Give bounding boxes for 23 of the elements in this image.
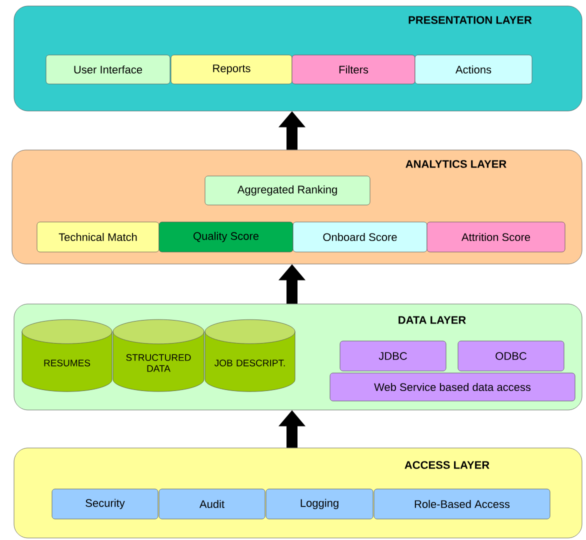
layer-heading: PRESENTATION LAYER: [408, 16, 532, 24]
component-box: ODBC: [458, 340, 564, 372]
component-box: Onboard Score: [292, 222, 428, 252]
component-box: Role-Based Access: [374, 488, 550, 520]
component-box: JDBC: [340, 340, 446, 372]
layer-heading: DATA LAYER: [398, 316, 466, 324]
component-box: Attrition Score: [426, 222, 566, 252]
component-box: Quality Score: [158, 222, 294, 252]
layer-heading: ANALYTICS LAYER: [406, 160, 506, 168]
component-box: Security: [52, 488, 158, 520]
component-box: User Interface: [46, 54, 170, 84]
component-box: Logging: [266, 488, 374, 520]
component-box: Actions: [414, 54, 532, 84]
component-box: Audit: [158, 488, 266, 520]
component-box: Reports: [170, 54, 292, 84]
layer-heading: ACCESS LAYER: [404, 461, 490, 469]
database-cylinder: STRUCTURED DATA: [112, 319, 204, 392]
database-cylinder: JOB DESCRIPT.: [204, 319, 296, 392]
component-box: Filters: [292, 54, 416, 84]
component-box: Web Service based data access: [330, 372, 576, 402]
database-cylinder: RESUMES: [22, 319, 112, 392]
component-box: Technical Match: [36, 222, 160, 252]
component-box: Aggregated Ranking: [204, 176, 370, 206]
